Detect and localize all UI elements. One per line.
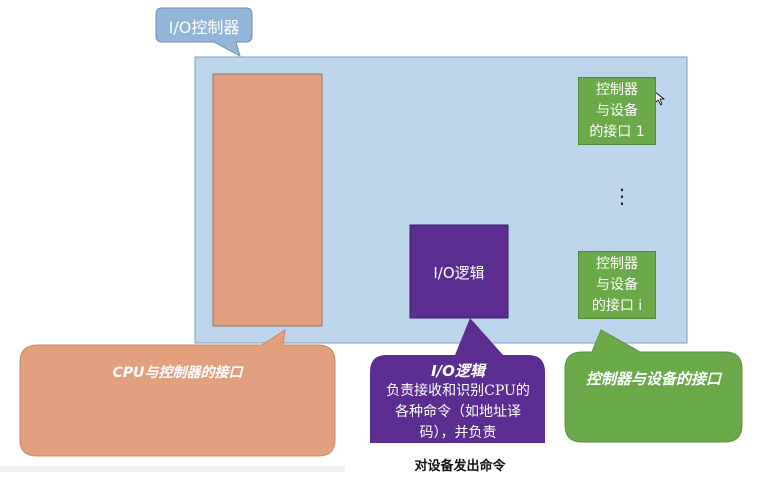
device-interface-i-line: 的接口 i [591, 298, 643, 314]
cpu-interface-block [212, 73, 323, 327]
device-interface-i-line: 控制器 [596, 256, 638, 272]
divider [0, 466, 345, 472]
device-interface-1: 控制器 与设备 的接口 1 [578, 77, 656, 145]
device-interface-callout-label: 控制器与设备的接口 [585, 370, 721, 388]
device-interface-1-line: 控制器 [596, 82, 638, 98]
device-interface-1-line: 的接口 1 [589, 124, 645, 140]
cpu-interface-callout-shape [19, 328, 336, 457]
controller-callout-label: I/O控制器 [168, 18, 240, 37]
device-interface-1-line: 与设备 [596, 103, 638, 119]
device-interface-i: 控制器 与设备 的接口 i [578, 251, 656, 319]
io-logic-callout-shape [370, 318, 545, 443]
io-logic-callout-desc: 负责接收和识别CPU的各种命令（如地址译码），并负责 [386, 383, 530, 441]
io-logic-callout: I/O逻辑 负责接收和识别CPU的各种命令（如地址译码），并负责 [372, 361, 544, 443]
controller-callout-shape [155, 7, 253, 58]
device-interface-callout-shape [564, 329, 743, 443]
io-logic-block [409, 224, 509, 319]
cpu-interface-callout-label: CPU与控制器的接口 [112, 365, 243, 381]
caption: 对设备发出命令 [414, 459, 506, 474]
io-logic-callout-title: I/O逻辑 [431, 362, 485, 380]
io-logic-label: I/O逻辑 [433, 264, 485, 282]
device-interface-i-line: 与设备 [596, 277, 638, 293]
ellipsis: ⋮ [612, 184, 632, 208]
